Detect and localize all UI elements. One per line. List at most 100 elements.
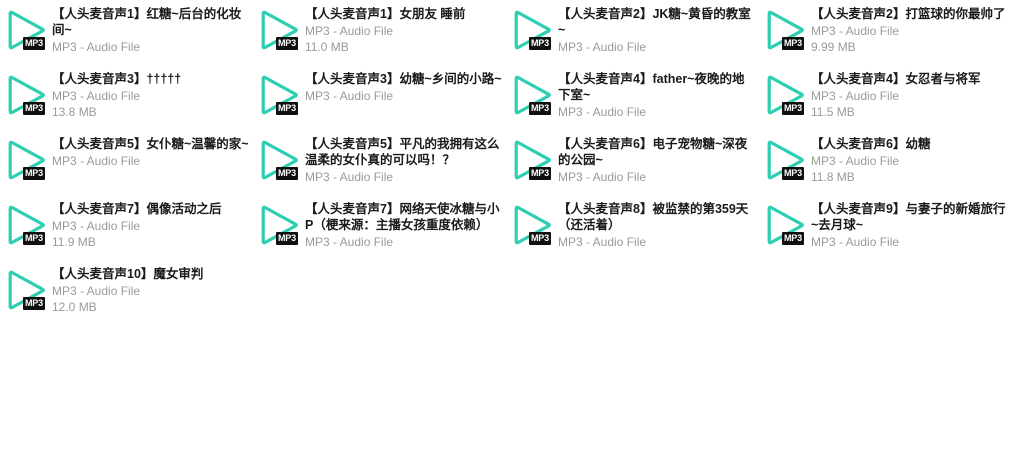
- file-icon[interactable]: MP3: [2, 69, 52, 127]
- file-icon[interactable]: MP3: [508, 199, 558, 257]
- file-size: 13.8 MB: [52, 105, 97, 119]
- file-icon[interactable]: MP3: [255, 4, 305, 62]
- file-type: MP3 - Audio File: [558, 170, 647, 184]
- play-triangle-icon: [8, 140, 45, 180]
- mp3-badge: MP3: [276, 232, 298, 245]
- file-size: 11.0 MB: [305, 40, 349, 54]
- mp3-badge: MP3: [529, 167, 551, 180]
- file-info: 【人头麦音声3】幼糖~乡间的小路~MP3 - Audio File: [305, 67, 503, 127]
- mp3-badge: MP3: [782, 232, 804, 245]
- file-info: 【人头麦音声5】平凡的我拥有这么温柔的女仆真的可以吗！？MP3 - Audio …: [305, 132, 503, 192]
- file-icon[interactable]: MP3: [2, 264, 52, 322]
- file-type: MP3 - Audio File: [52, 40, 141, 54]
- play-triangle-icon: [8, 205, 45, 245]
- mp3-badge: MP3: [782, 37, 804, 50]
- file-type: MP3 - Audio File: [52, 284, 141, 298]
- mp3-badge: MP3: [529, 37, 551, 50]
- file-info: 【人头麦音声1】女朋友 睡前 MP3 - Audio File 11.0 MB: [305, 2, 503, 62]
- play-triangle-icon: [514, 205, 551, 245]
- file-type: MP3 - Audio File: [558, 235, 647, 249]
- file-item[interactable]: MP3 【人头麦音声4】father~夜晚的地下室~MP3 - Audio Fil…: [508, 67, 756, 129]
- file-info: 【人头麦音声6】电子宠物糖~深夜的公园~ MP3 - Audio File: [558, 132, 756, 192]
- play-triangle-icon: [514, 75, 551, 115]
- file-info: 【人头麦音声8】被监禁的第359天（还活着）MP3 - Audio File: [558, 197, 756, 257]
- file-icon[interactable]: MP3: [255, 199, 305, 257]
- file-icon[interactable]: MP3: [761, 4, 811, 62]
- file-item[interactable]: MP3 【人头麦音声3】幼糖~乡间的小路~MP3 - Audio File: [255, 67, 503, 129]
- play-triangle-icon: [767, 75, 804, 115]
- file-type: MP3 - Audio File: [811, 154, 900, 168]
- file-icon[interactable]: MP3: [508, 4, 558, 62]
- mp3-badge: MP3: [23, 232, 45, 245]
- file-title: 【人头麦音声10】魔女审判: [52, 267, 204, 281]
- play-triangle-icon: [767, 140, 804, 180]
- mp3-badge: MP3: [23, 37, 45, 50]
- file-icon[interactable]: MP3: [255, 134, 305, 192]
- mp3-badge: MP3: [276, 102, 298, 115]
- play-triangle-icon: [8, 10, 45, 50]
- mp3-badge: MP3: [782, 102, 804, 115]
- file-item[interactable]: MP3【人头麦音声1】红糖~后台的化妆间~MP3 - Audio File: [2, 2, 250, 64]
- file-title: 【人头麦音声7】网络天使冰糖与小P（梗来源：主播女孩重度依赖）: [305, 202, 500, 232]
- file-type: MP3 - Audio File: [305, 170, 394, 184]
- file-item[interactable]: MP3 【人头麦音声9】与妻子的新婚旅行~去月球~MP3 - Audio File: [761, 197, 1009, 259]
- file-info: 【人头麦音声2】打篮球的你最帅了 MP3 - Audio File 9.99 MB: [811, 2, 1009, 62]
- play-triangle-icon: [8, 270, 45, 310]
- file-item[interactable]: MP3 【人头麦音声7】网络天使冰糖与小P（梗来源：主播女孩重度依赖） MP3 - …: [255, 197, 503, 259]
- file-item[interactable]: MP3【人头麦音声5】平凡的我拥有这么温柔的女仆真的可以吗！？MP3 - Aud…: [255, 132, 503, 194]
- mp3-badge: MP3: [529, 102, 551, 115]
- file-type: MP3 - Audio File: [305, 24, 394, 38]
- file-title: 【人头麦音声6】幼糖: [811, 137, 931, 151]
- play-triangle-icon: [261, 75, 298, 115]
- file-item[interactable]: MP3【人头麦音声8】被监禁的第359天（还活着）MP3 - Audio Fil…: [508, 197, 756, 259]
- file-title: 【人头麦音声3】幼糖~乡间的小路~: [305, 72, 502, 86]
- mp3-badge: MP3: [276, 37, 298, 50]
- file-item[interactable]: MP3 【人头麦音声5】女仆糖~温馨的家~ MP3 - Audio File: [2, 132, 250, 194]
- file-title: 【人头麦音声2】打篮球的你最帅了: [811, 7, 1006, 21]
- file-title: 【人头麦音声3】†††††: [52, 72, 182, 86]
- file-title: 【人头麦音声7】偶像活动之后: [52, 202, 222, 216]
- file-item[interactable]: MP3 【人头麦音声7】偶像活动之后 MP3 - Audio File 11.9 MB: [2, 197, 250, 259]
- file-title: 【人头麦音声6】电子宠物糖~深夜的公园~: [558, 137, 748, 167]
- file-item[interactable]: MP3 【人头麦音声6】电子宠物糖~深夜的公园~ MP3 - Audio File: [508, 132, 756, 194]
- file-icon[interactable]: MP3: [761, 69, 811, 127]
- file-type: MP3 - Audio File: [811, 89, 900, 103]
- file-icon[interactable]: MP3: [255, 69, 305, 127]
- file-item[interactable]: MP3 【人头麦音声1】女朋友 睡前 MP3 - Audio File 11.0 MB: [255, 2, 503, 64]
- file-type: MP3 - Audio File: [52, 154, 141, 168]
- file-icon[interactable]: MP3: [2, 4, 52, 62]
- file-item[interactable]: MP3 【人头麦音声2】JK糖~黄昏的教室~MP3 - Audio File: [508, 2, 756, 64]
- file-size: 11.9 MB: [52, 235, 96, 249]
- file-title: 【人头麦音声2】JK糖~黄昏的教室~: [558, 7, 751, 37]
- file-size: 9.99 MB: [811, 40, 856, 54]
- mp3-badge: MP3: [782, 167, 804, 180]
- file-icon[interactable]: MP3: [761, 134, 811, 192]
- file-icon[interactable]: MP3: [761, 199, 811, 257]
- file-info: 【人头麦音声7】偶像活动之后 MP3 - Audio File 11.9 MB: [52, 197, 250, 257]
- file-type: MP3 - Audio File: [52, 89, 141, 103]
- file-type: MP3 - Audio File: [52, 219, 141, 233]
- play-triangle-icon: [8, 75, 45, 115]
- file-info: 【人头麦音声2】JK糖~黄昏的教室~MP3 - Audio File: [558, 2, 756, 62]
- file-type: MP3 - Audio File: [811, 24, 900, 38]
- file-title: 【人头麦音声1】女朋友 睡前: [305, 7, 466, 21]
- file-title: 【人头麦音声5】女仆糖~温馨的家~: [52, 137, 249, 151]
- mp3-badge: MP3: [23, 167, 45, 180]
- file-icon[interactable]: MP3: [2, 199, 52, 257]
- file-icon[interactable]: MP3: [508, 69, 558, 127]
- file-type: MP3 - Audio File: [305, 235, 394, 249]
- file-info: 【人头麦音声9】与妻子的新婚旅行~去月球~MP3 - Audio File: [811, 197, 1009, 257]
- file-icon[interactable]: MP3: [2, 134, 52, 192]
- play-triangle-icon: [767, 205, 804, 245]
- file-item[interactable]: MP3 【人头麦音声2】打篮球的你最帅了 MP3 - Audio File 9.99 …: [761, 2, 1009, 64]
- file-info: 【人头麦音声3】††††† MP3 - Audio File 13.8 MB: [52, 67, 250, 127]
- file-info: 【人头麦音声4】father~夜晚的地下室~MP3 - Audio File: [558, 67, 756, 127]
- mp3-badge: MP3: [23, 102, 45, 115]
- file-icon[interactable]: MP3: [508, 134, 558, 192]
- file-item[interactable]: MP3 【人头麦音声3】††††† MP3 - Audio File 13.8 MB: [2, 67, 250, 129]
